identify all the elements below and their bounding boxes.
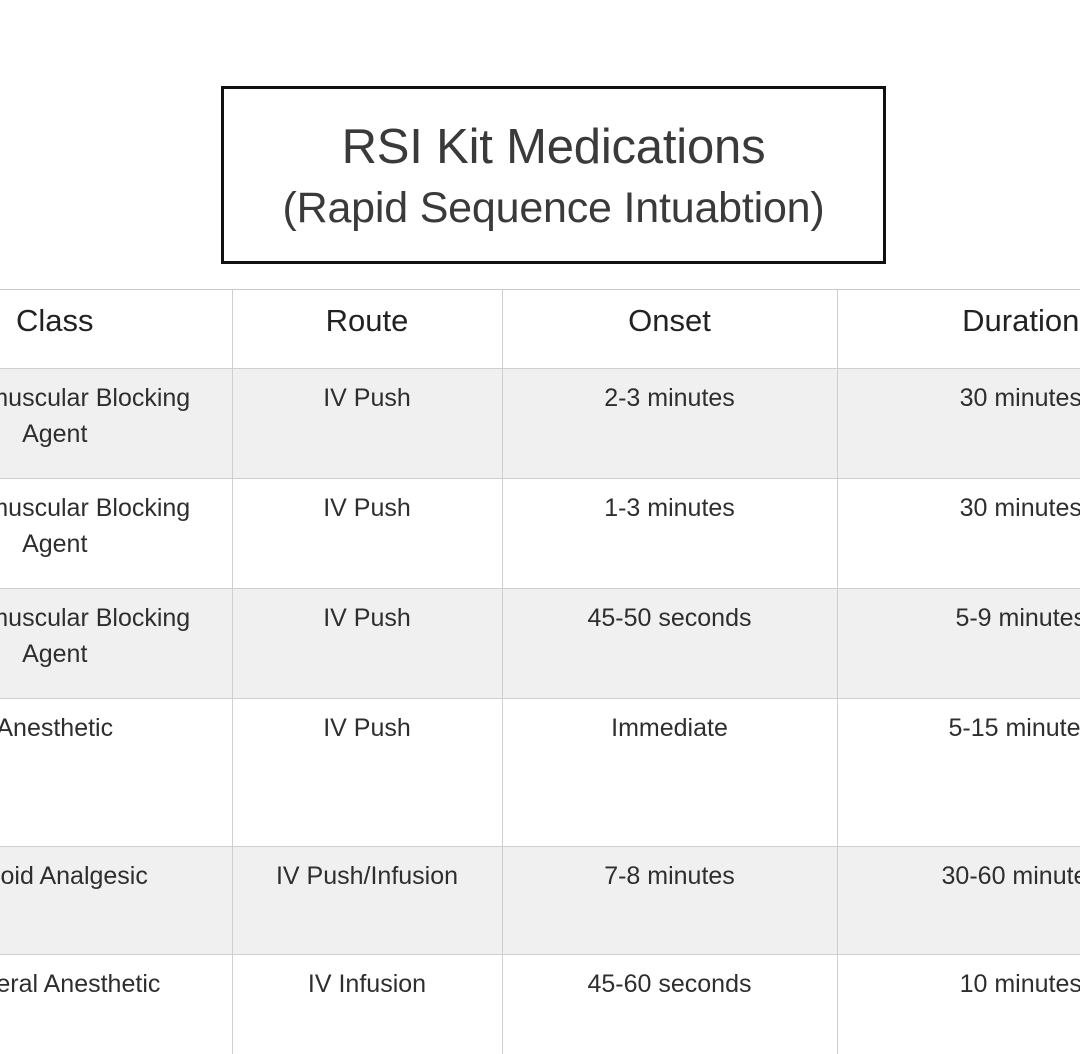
column-header-onset: Onset bbox=[502, 289, 838, 369]
cell-duration: 30-60 minutes bbox=[837, 846, 1080, 955]
cell-route: IV Push bbox=[232, 698, 503, 847]
page-title: RSI Kit Medications bbox=[341, 120, 766, 175]
cell-route: IV Push bbox=[232, 368, 503, 479]
medications-table-container: Class Route Onset Duration Neuromuscular… bbox=[0, 289, 1080, 1054]
cell-class: Neuromuscular Blocking Agent bbox=[0, 588, 233, 699]
table-header-row: Class Route Onset Duration bbox=[0, 289, 1080, 369]
cell-class: Opioid Analgesic bbox=[0, 846, 233, 955]
table-row: Neuromuscular Blocking Agent IV Push 1-3… bbox=[0, 478, 1080, 589]
table-row: Neuromuscular Blocking Agent IV Push 45-… bbox=[0, 588, 1080, 699]
table-header: Class Route Onset Duration bbox=[0, 289, 1080, 369]
cell-onset: 45-60 seconds bbox=[502, 954, 838, 1054]
cell-duration: 5-9 minutes bbox=[837, 588, 1080, 699]
table-body: Neuromuscular Blocking Agent IV Push 2-3… bbox=[0, 368, 1080, 1054]
cell-duration: 10 minutes bbox=[837, 954, 1080, 1054]
column-header-class: Class bbox=[0, 289, 233, 369]
cell-onset: 1-3 minutes bbox=[502, 478, 838, 589]
cell-onset: 7-8 minutes bbox=[502, 846, 838, 955]
table-row: General Anesthetic IV Infusion 45-60 sec… bbox=[0, 954, 1080, 1054]
column-header-duration: Duration bbox=[837, 289, 1080, 369]
cell-duration: 30 minutes bbox=[837, 368, 1080, 479]
cell-onset: 2-3 minutes bbox=[502, 368, 838, 479]
cell-class: Neuromuscular Blocking Agent bbox=[0, 478, 233, 589]
cell-onset: 45-50 seconds bbox=[502, 588, 838, 699]
medications-table: Class Route Onset Duration Neuromuscular… bbox=[0, 289, 1080, 1054]
cell-route: IV Push/Infusion bbox=[232, 846, 503, 955]
cell-class: General Anesthetic bbox=[0, 954, 233, 1054]
cell-duration: 30 minutes bbox=[837, 478, 1080, 589]
cell-duration: 5-15 minutes bbox=[837, 698, 1080, 847]
cell-onset: Immediate bbox=[502, 698, 838, 847]
cell-route: IV Push bbox=[232, 588, 503, 699]
table-row: Opioid Analgesic IV Push/Infusion 7-8 mi… bbox=[0, 846, 1080, 955]
title-box: RSI Kit Medications (Rapid Sequence Intu… bbox=[221, 86, 886, 264]
cell-route: IV Infusion bbox=[232, 954, 503, 1054]
cell-class: Anesthetic bbox=[0, 698, 233, 847]
table-row: Anesthetic IV Push Immediate 5-15 minute… bbox=[0, 698, 1080, 847]
cell-route: IV Push bbox=[232, 478, 503, 589]
page-subtitle: (Rapid Sequence Intuabtion) bbox=[282, 184, 825, 233]
table-row: Neuromuscular Blocking Agent IV Push 2-3… bbox=[0, 368, 1080, 479]
column-header-route: Route bbox=[232, 289, 503, 369]
cell-class: Neuromuscular Blocking Agent bbox=[0, 368, 233, 479]
